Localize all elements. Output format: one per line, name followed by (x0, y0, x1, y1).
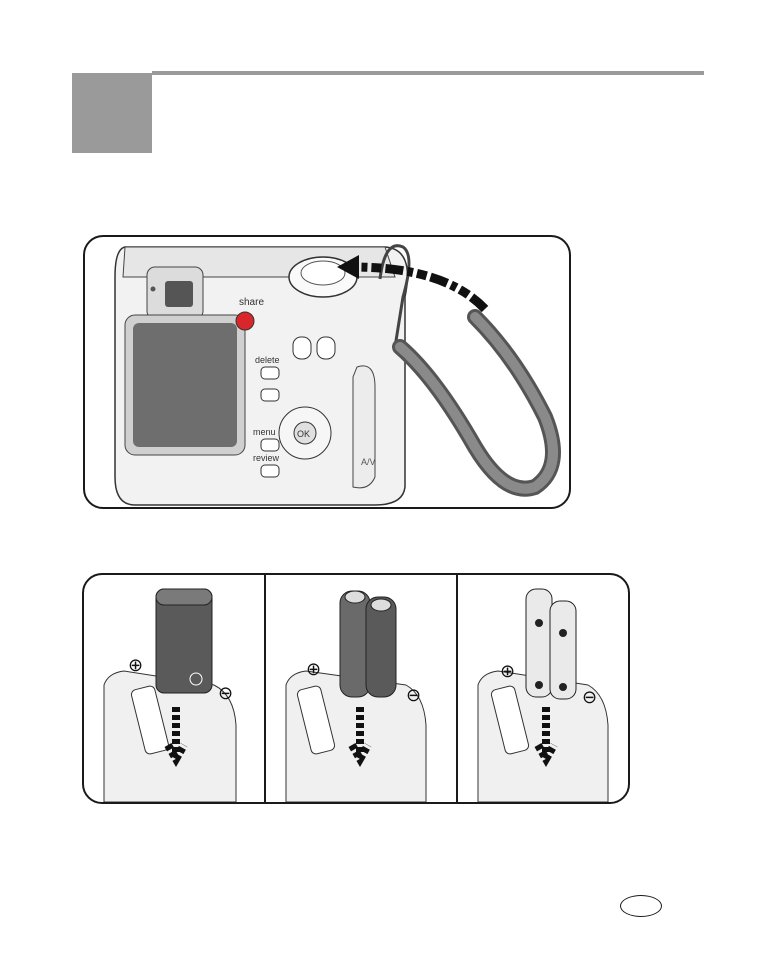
camera-strap-drawing: share delete menu review OK A/V (85, 237, 569, 507)
chapter-header-rule (152, 71, 704, 75)
review-label: review (253, 453, 280, 463)
page-number-oval (620, 895, 662, 917)
review-button (261, 465, 279, 477)
viewfinder-window (165, 281, 193, 307)
battery-type-lithium: ⊕ ⊖ (84, 575, 264, 802)
av-label: A/V (361, 457, 376, 467)
zoom-tele-button (317, 337, 335, 359)
side-door (353, 366, 375, 488)
delete-button (261, 367, 279, 379)
share-button (236, 312, 254, 330)
aa-battery-1 (526, 589, 552, 697)
mode-button (261, 389, 279, 401)
lcd-screen (133, 323, 237, 447)
menu-button (261, 439, 279, 451)
wrist-strap (400, 317, 553, 489)
share-label: share (239, 297, 264, 308)
battery-type-crv3: ⊕ ⊖ (266, 575, 456, 802)
strap-attachment-illustration: share delete menu review OK A/V (83, 235, 571, 509)
menu-label: menu (253, 427, 276, 437)
minus-symbol: ⊖ (218, 683, 233, 703)
battery-loading-illustration: ⊕ ⊖ ⊕ ⊖ ⊕ ⊖ (82, 573, 630, 804)
delete-label: delete (255, 355, 280, 365)
zoom-wide-button (293, 337, 311, 359)
crv3-battery-cell-2 (366, 597, 396, 697)
chapter-number-box (72, 73, 152, 153)
plus-symbol: ⊕ (128, 655, 143, 675)
minus-symbol: ⊖ (406, 685, 421, 705)
plus-symbol: ⊕ (306, 659, 321, 679)
ok-label: OK (297, 429, 310, 439)
minus-symbol: ⊖ (582, 687, 597, 707)
battery-type-aa: ⊕ ⊖ (458, 575, 628, 802)
plus-symbol: ⊕ (500, 661, 515, 681)
